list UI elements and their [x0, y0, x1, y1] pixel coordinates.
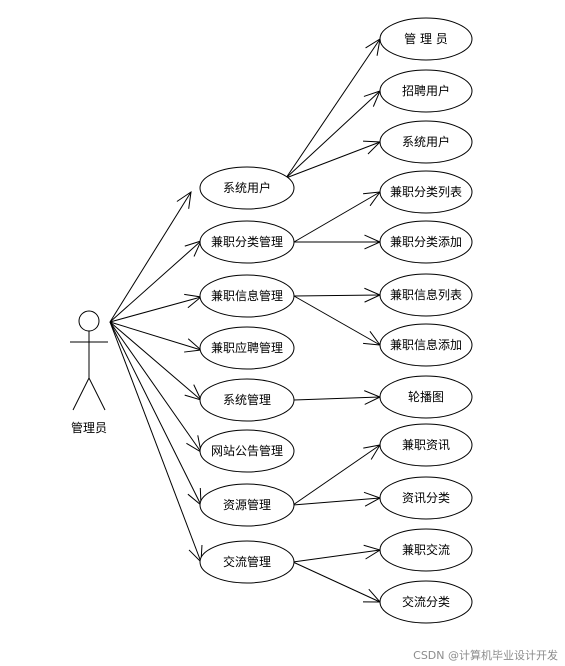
edge-actor-to-uc7-line — [109, 321, 202, 506]
sub-use-case-uc1-2[interactable]: 招聘用户 — [379, 69, 473, 113]
use-case-uc4-ellipse — [199, 326, 295, 370]
use-case-uc7[interactable]: 资源管理 — [199, 483, 295, 527]
edge-uc3-to-sub-2-arrowhead — [363, 330, 382, 346]
sub-use-case-uc1-3-ellipse — [379, 120, 473, 164]
sub-use-case-uc8-1-label: 兼职交流 — [402, 542, 450, 557]
use-case-uc4-label: 兼职应聘管理 — [211, 340, 283, 355]
sub-use-case-uc1-1-ellipse — [379, 17, 473, 61]
edge-actor-to-uc1-line — [109, 191, 192, 323]
use-case-uc5-label: 系统管理 — [223, 392, 271, 407]
edge-uc1-to-sub-2-line — [285, 90, 381, 179]
use-case-uc6-ellipse — [199, 429, 295, 473]
edge-actor-to-uc5-line — [109, 321, 202, 401]
edge-uc5-to-sub-1-line — [293, 396, 381, 401]
sub-use-case-uc8-2-label: 交流分类 — [402, 594, 450, 609]
edge-actor-to-uc6-line — [109, 321, 202, 453]
sub-use-case-uc1-1-label: 管 理 员 — [404, 31, 448, 46]
sub-use-case-uc7-1[interactable]: 兼职资讯 — [379, 423, 473, 467]
edge-uc2-to-sub-1-arrowhead — [363, 191, 382, 207]
use-case-uc2-label: 兼职分类管理 — [211, 234, 283, 249]
sub-use-case-uc3-1-ellipse — [379, 273, 473, 317]
actor-stick-figure — [70, 310, 108, 411]
sub-use-case-uc8-1[interactable]: 兼职交流 — [379, 528, 473, 572]
edges — [109, 37, 382, 603]
sub-use-case-uc8-1-ellipse — [379, 528, 473, 572]
edge-uc3-to-sub-1-line — [293, 294, 381, 297]
sub-use-case-uc1-3[interactable]: 系统用户 — [379, 120, 473, 164]
sub-use-case-uc1-2-label: 招聘用户 — [402, 83, 450, 98]
actor-head — [78, 310, 100, 332]
edge-uc3-to-sub-2-line — [293, 295, 381, 346]
sub-use-case-uc3-1-label: 兼职信息列表 — [390, 287, 462, 302]
edge-uc8-to-sub-1-line — [292, 549, 381, 563]
actor-left-leg — [72, 377, 90, 411]
use-case-uc5[interactable]: 系统管理 — [199, 378, 295, 422]
use-case-uc1-label: 系统用户 — [223, 180, 271, 195]
sub-use-case-uc2-1-ellipse — [379, 170, 473, 214]
use-case-uc3-label: 兼职信息管理 — [211, 288, 283, 303]
sub-use-case-uc2-1-label: 兼职分类列表 — [390, 185, 462, 199]
sub-use-case-uc3-1[interactable]: 兼职信息列表 — [379, 273, 473, 317]
use-case-uc3-ellipse — [199, 274, 295, 318]
sub-use-case-uc7-2-label: 资讯分类 — [402, 491, 450, 505]
sub-use-case-uc5-1[interactable]: 轮播图 — [379, 375, 473, 419]
use-case-uc3[interactable]: 兼职信息管理 — [199, 274, 295, 318]
edge-actor-to-uc8-line — [109, 321, 202, 563]
edge-actor-to-uc7-arrowhead — [187, 487, 202, 507]
sub-use-case-uc7-2[interactable]: 资讯分类 — [379, 476, 473, 520]
sub-use-case-uc3-2-ellipse — [379, 323, 473, 367]
use-case-uc8-ellipse — [199, 540, 295, 584]
use-case-uc7-ellipse — [199, 483, 295, 527]
edge-uc7-to-sub-2-line — [292, 497, 381, 506]
sub-use-case-uc5-1-ellipse — [379, 375, 473, 419]
edge-actor-to-uc3-line — [109, 296, 202, 323]
sub-use-case-uc1-1[interactable]: 管 理 员 — [379, 17, 473, 61]
sub-use-case-uc7-1-ellipse — [379, 423, 473, 467]
use-case-uc1[interactable]: 系统用户 — [199, 166, 295, 210]
edge-actor-to-uc4-line — [109, 321, 202, 351]
use-case-uc7-label: 资源管理 — [223, 497, 271, 512]
use-case-uc2[interactable]: 兼职分类管理 — [199, 220, 295, 264]
watermark: CSDN @计算机毕业设计开发 — [413, 648, 558, 662]
edge-uc8-to-sub-2-line — [292, 561, 381, 603]
edge-actor-to-uc1-arrowhead — [176, 190, 192, 209]
actor-right-leg — [88, 377, 106, 411]
sub-use-case-uc5-1-label: 轮播图 — [408, 390, 444, 404]
sub-use-case-uc1-3-label: 系统用户 — [402, 134, 450, 149]
edge-uc1-to-sub-1-line — [285, 38, 381, 179]
sub-use-case-uc8-2-ellipse — [379, 580, 473, 624]
edge-uc7-to-sub-1-line — [292, 444, 381, 506]
sub-use-case-uc2-2[interactable]: 兼职分类添加 — [379, 220, 473, 264]
sub-use-case-uc3-2[interactable]: 兼职信息添加 — [379, 323, 473, 367]
sub-use-case-uc7-2-ellipse — [379, 476, 473, 520]
use-case-uc6-label: 网站公告管理 — [211, 443, 283, 458]
edge-uc2-to-sub-1-line — [293, 191, 381, 243]
sub-use-case-uc7-1-label: 兼职资讯 — [402, 438, 450, 452]
sub-use-case-uc2-2-label: 兼职分类添加 — [390, 235, 462, 249]
use-case-uc5-ellipse — [199, 378, 295, 422]
use-case-uc8[interactable]: 交流管理 — [199, 540, 295, 584]
use-case-uc8-label: 交流管理 — [223, 554, 271, 569]
actor-label: 管理员 — [71, 420, 107, 435]
sub-use-case-uc1-2-ellipse — [379, 69, 473, 113]
sub-use-case-uc3-2-label: 兼职信息添加 — [390, 337, 462, 352]
sub-use-case-uc8-2[interactable]: 交流分类 — [379, 580, 473, 624]
use-case-uc2-ellipse — [199, 220, 295, 264]
sub-use-case-uc2-2-ellipse — [379, 220, 473, 264]
use-case-uc1-ellipse — [199, 166, 295, 210]
edge-actor-to-uc2-line — [109, 240, 202, 323]
edge-uc1-to-sub-3-line — [285, 141, 381, 179]
sub-use-case-uc2-1[interactable]: 兼职分类列表 — [379, 170, 473, 214]
use-case-uc6[interactable]: 网站公告管理 — [199, 429, 295, 473]
use-case-uc4[interactable]: 兼职应聘管理 — [199, 326, 295, 370]
